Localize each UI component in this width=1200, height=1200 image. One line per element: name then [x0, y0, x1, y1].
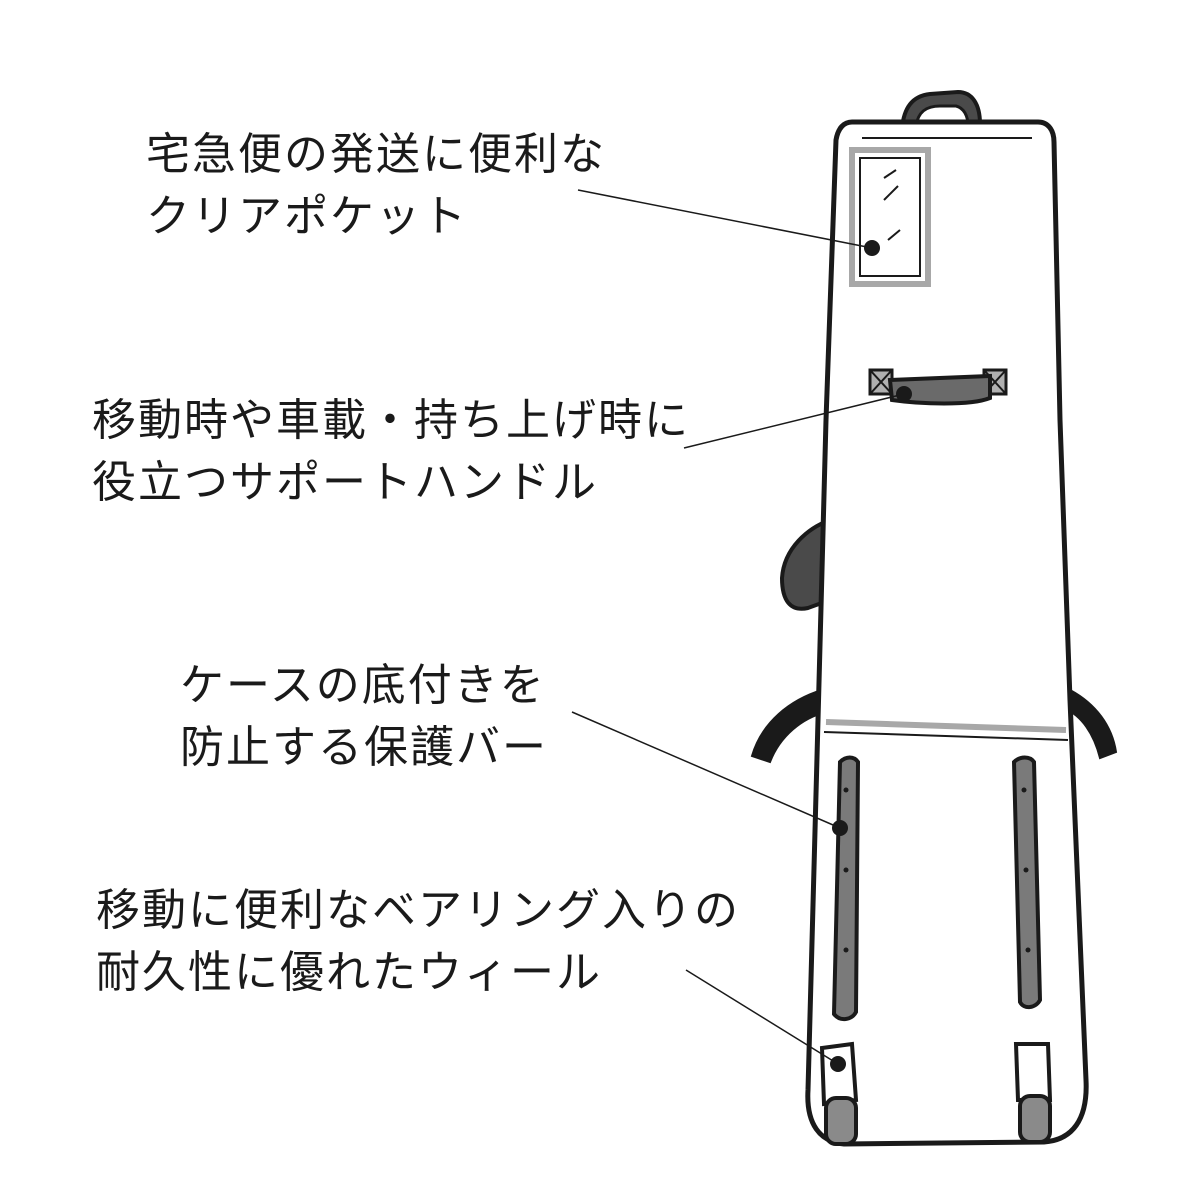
leader-lines	[571, 189, 912, 1072]
leader-dot-wheel	[830, 1056, 846, 1072]
leader-dot-pocket	[864, 240, 880, 256]
side-strap	[779, 517, 832, 611]
callout-protection-bar: ケースの底付きを 防止する保護バー	[180, 655, 548, 779]
leader-line-pocket	[577, 189, 873, 249]
callout-line-1: ケースの底付きを	[180, 660, 546, 711]
callout-line-2: 防止する保護バー	[180, 722, 548, 773]
callout-line-2: 耐久性に優れたウィール	[96, 947, 602, 998]
leader-line-bar	[571, 711, 841, 829]
support-handle	[868, 368, 1008, 406]
callout-clear-pocket: 宅急便の発送に便利な クリアポケット	[146, 124, 606, 248]
callout-line-2: 役立つサポートハンドル	[92, 457, 598, 508]
leader-dot-bar	[832, 820, 848, 836]
leader-dot-handle	[896, 386, 912, 402]
callout-line-1: 移動に便利なベアリング入りの	[96, 885, 740, 936]
callout-line-1: 移動時や車載・持ち上げ時に	[92, 395, 690, 446]
callout-line-2: クリアポケット	[146, 191, 468, 242]
strap-arcs	[750, 688, 1118, 764]
clear-pocket	[849, 147, 931, 287]
leader-line-handle	[683, 393, 905, 449]
callout-support-handle: 移動時や車載・持ち上げ時に 役立つサポートハンドル	[92, 390, 690, 514]
callout-line-1: 宅急便の発送に便利な	[146, 129, 606, 180]
callout-wheels: 移動に便利なベアリング入りの 耐久性に優れたウィール	[96, 880, 740, 1004]
leader-line-wheel	[685, 969, 839, 1065]
